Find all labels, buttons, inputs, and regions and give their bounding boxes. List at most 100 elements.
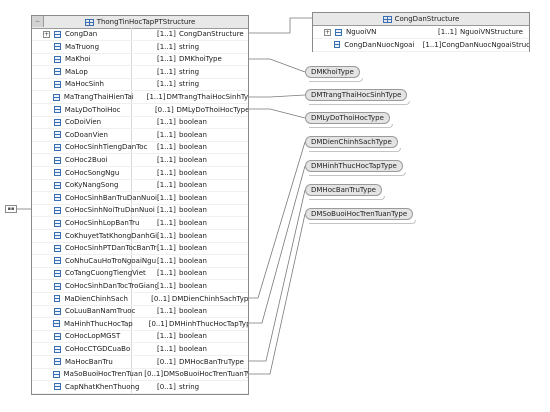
type-tag-dmkhoi[interactable]: DMKhoiType xyxy=(305,66,363,82)
field-row[interactable]: +NguoiVN[1..1]NguoiVNStructure xyxy=(313,26,529,39)
field-name: MaTrangThaiHienTai xyxy=(63,93,134,101)
field-row[interactable]: CoLuuBanNamTruoc[1..1]boolean xyxy=(32,305,248,319)
field-cardinality: [1..1] xyxy=(157,256,176,265)
field-type: CongDanNuocNgoaiStructure xyxy=(441,40,530,49)
field-row[interactable]: MaHocSinh[1..1]string xyxy=(32,78,248,92)
field-name: CoDoiVien xyxy=(65,118,102,127)
element-icon xyxy=(53,93,60,101)
field-type: boolean xyxy=(179,282,207,290)
field-row[interactable]: MaDienChinhSach[0..1]DMDienChinhSachType xyxy=(32,293,248,306)
field-row[interactable]: CoHocSinhDanTocTroGiang[1..1]boolean xyxy=(32,280,248,293)
field-type: boolean xyxy=(179,269,207,278)
type-tag-label: DMHinhThucHocTapType xyxy=(311,162,397,170)
field-type: string xyxy=(179,382,200,391)
field-cardinality: [1..1] xyxy=(157,269,176,278)
field-cardinality: [1..1] xyxy=(157,193,176,202)
field-cardinality: [0..1] xyxy=(157,357,176,366)
field-row[interactable]: MaKhoi[1..1]DMKhoiType xyxy=(32,53,248,67)
field-cardinality: [1..1] xyxy=(157,55,176,64)
type-tag-dmhinhthuc[interactable]: DMHinhThucHocTapType xyxy=(305,160,406,176)
field-row[interactable]: CoKhuyetTatKhongDanhGia[1..1]boolean xyxy=(32,230,248,243)
field-row[interactable]: CoHocSinhPTDanTocBanTru[1..1]boolean xyxy=(32,242,248,256)
field-row[interactable]: CoHocSinhLopBanTru[1..1]boolean xyxy=(32,217,248,230)
field-row[interactable]: CoHocSongNgu[1..1]boolean xyxy=(32,167,248,180)
field-row[interactable]: CoTangCuongTiengViet[1..1]boolean xyxy=(32,267,248,281)
type-tag-label: DMSoBuoiHocTrenTuanType xyxy=(311,210,408,218)
field-row[interactable]: CoKyNangSong[1..1]boolean xyxy=(32,179,248,193)
field-name: CoKhuyetTatKhongDanhGia xyxy=(65,231,157,240)
field-row[interactable]: MaTruong[1..1]string xyxy=(32,41,248,54)
field-row[interactable]: CoHocSinhNoiTruDanNuoi[1..1]boolean xyxy=(32,204,248,218)
field-name: CoHoc2Buoi xyxy=(65,156,108,164)
field-cardinality: [0..1] xyxy=(148,319,168,328)
field-row[interactable]: CoDoiVien[1..1]boolean xyxy=(32,116,248,130)
type-tag-dmsobuoi[interactable]: DMSoBuoiHocTrenTuanType xyxy=(305,208,417,224)
field-cardinality: [1..1] xyxy=(157,332,176,341)
connector-dmhinhthuc xyxy=(249,165,306,324)
element-icon xyxy=(54,219,61,227)
field-type: boolean xyxy=(179,345,207,353)
connector-congdan xyxy=(249,17,312,34)
field-type: DMHinhThucHocTapType xyxy=(168,319,248,328)
type-tag-dmhocbantru[interactable]: DMHocBanTruType xyxy=(305,184,385,200)
type-tag-dmtrangthai[interactable]: DMTrangThaiHocSinhType xyxy=(305,89,411,105)
element-icon xyxy=(54,80,61,88)
field-cardinality: [1..1] xyxy=(157,244,176,253)
expand-icon[interactable]: + xyxy=(43,30,50,38)
element-icon xyxy=(54,55,61,63)
element-icon xyxy=(53,320,61,328)
field-row[interactable]: MaSoBuoiHocTrenTuan[0..1]DMSoBuoiHocTren… xyxy=(32,368,248,382)
collapse-handle[interactable]: ▪▪ xyxy=(5,205,17,213)
element-icon xyxy=(53,370,60,378)
type-tag-label: DMKhoiType xyxy=(311,68,354,76)
field-name: MaHinhThucHocTap xyxy=(64,319,133,328)
field-name: CoHocSinhTiengDanToc xyxy=(65,143,148,152)
connector-dmkhoi xyxy=(249,58,306,73)
type-tag-label: DMLyDoThoiHocType xyxy=(311,114,384,122)
type-tag-label: DMDienChinhSachType xyxy=(311,138,392,146)
field-cardinality: [1..1] xyxy=(157,42,176,51)
field-row[interactable]: CapNhatKhenThuong[0..1]string xyxy=(32,381,248,394)
field-row[interactable]: CoNhuCauHoTroNgoaiNgu[1..1]boolean xyxy=(32,255,248,268)
element-icon xyxy=(333,41,341,49)
field-row[interactable]: CoHoc2Buoi[1..1]boolean xyxy=(32,154,248,167)
field-name: MaKhoi xyxy=(65,55,91,64)
main-structure-header: − ThongTinHocTapPTStructure xyxy=(32,16,248,29)
field-cardinality: [0..1] xyxy=(157,382,176,391)
structure-icon xyxy=(84,18,94,26)
field-type: boolean xyxy=(179,118,207,127)
connector-dmtrangthai xyxy=(249,94,306,98)
field-type: DMDienChinhSachType xyxy=(171,294,248,303)
collapse-icon[interactable]: − xyxy=(32,16,44,27)
field-row[interactable]: +CongDan[1..1]CongDanStructure xyxy=(32,28,248,41)
element-icon xyxy=(54,345,61,353)
field-row[interactable]: MaLop[1..1]string xyxy=(32,66,248,79)
field-row[interactable]: CoHocCTGDCuaBo[1..1]boolean xyxy=(32,343,248,356)
field-name: CoKyNangSong xyxy=(65,181,119,190)
field-name: CongDanNuocNgoai xyxy=(344,40,415,49)
element-icon xyxy=(54,257,61,265)
field-row[interactable]: MaHocBanTru[0..1]DMHocBanTruType xyxy=(32,356,248,369)
field-type: boolean xyxy=(179,231,207,240)
type-tag-dmdienchinhsach[interactable]: DMDienChinhSachType xyxy=(305,136,401,152)
field-row[interactable]: CoHocLopMGST[1..1]boolean xyxy=(32,330,248,344)
field-name: CongDan xyxy=(65,30,98,38)
field-row[interactable]: CoHocSinhBanTruDanNuoi[1..1]boolean xyxy=(32,192,248,205)
field-row[interactable]: MaHinhThucHocTap [0..1]DMHinhThucHocTapTy… xyxy=(32,318,248,331)
field-row[interactable]: MaLyDoThoiHoc[0..1]DMLyDoThoiHocType xyxy=(32,104,248,117)
field-cardinality: [1..1] xyxy=(157,30,176,38)
field-type: string xyxy=(179,42,200,51)
field-row[interactable]: CoDoanVien[1..1]boolean xyxy=(32,129,248,142)
field-cardinality: [1..1] xyxy=(157,67,176,76)
element-icon xyxy=(54,383,61,391)
field-row[interactable]: CoHocSinhTiengDanToc[1..1]boolean xyxy=(32,141,248,155)
element-icon xyxy=(54,30,61,38)
field-cardinality: [1..1] xyxy=(146,93,166,101)
field-type: DMSoBuoiHocTrenTuanType xyxy=(163,370,248,379)
element-icon xyxy=(54,244,61,252)
expand-icon[interactable]: + xyxy=(324,28,331,36)
field-row[interactable]: CongDanNuocNgoai[1..1]CongDanNuocNgoaiSt… xyxy=(313,39,529,52)
field-row[interactable]: MaTrangThaiHienTai[1..1]DMTrangThaiHocSi… xyxy=(32,91,248,104)
field-type: boolean xyxy=(179,256,207,265)
type-tag-dmlydo[interactable]: DMLyDoThoiHocType xyxy=(305,112,393,128)
